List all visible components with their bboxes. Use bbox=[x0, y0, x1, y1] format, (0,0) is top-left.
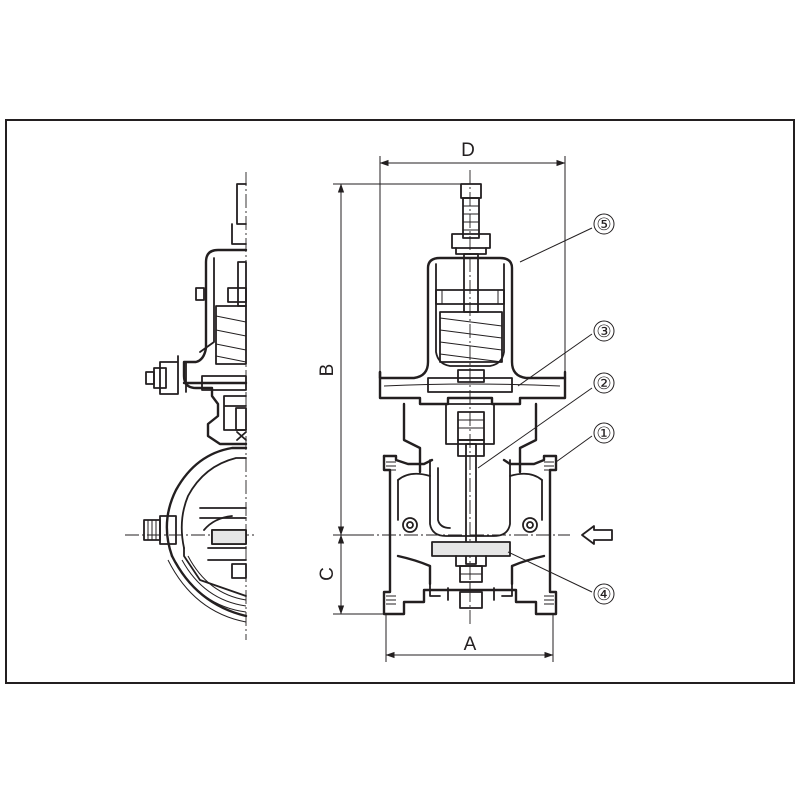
callout-3: ③ bbox=[596, 322, 611, 341]
callouts bbox=[477, 213, 615, 605]
callout-5: ⑤ bbox=[596, 215, 611, 234]
callout-4: ④ bbox=[596, 585, 611, 604]
dimension-b-label: B bbox=[317, 364, 338, 377]
dimension-lines bbox=[333, 156, 566, 662]
callout-1: ① bbox=[596, 424, 611, 443]
callout-2: ② bbox=[596, 374, 611, 393]
side-view bbox=[125, 172, 255, 640]
dimension-d-label: D bbox=[461, 140, 475, 161]
flow-arrow bbox=[581, 525, 613, 545]
front-view bbox=[360, 170, 613, 625]
dimension-a-label: A bbox=[464, 634, 477, 655]
drawing-frame bbox=[5, 119, 795, 684]
dimension-c-label: C bbox=[317, 567, 338, 581]
